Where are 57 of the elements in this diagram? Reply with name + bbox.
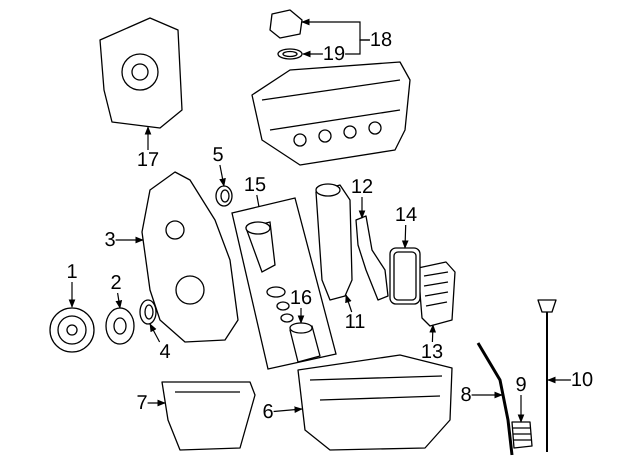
callout-number: 6 — [262, 402, 274, 422]
callout-number: 8 — [460, 385, 472, 405]
dipstick-drawing — [537, 299, 557, 453]
callout-number: 1 — [66, 262, 78, 282]
callout-number: 10 — [570, 370, 594, 390]
gasket-drawing — [389, 247, 421, 305]
leader-line — [358, 197, 366, 219]
leader-line — [144, 126, 152, 150]
leader-line — [274, 406, 303, 413]
leader-line — [345, 39, 370, 55]
oil-cooler-drawing — [417, 261, 456, 327]
leader-line — [518, 395, 524, 423]
leader-line — [547, 376, 571, 384]
callout-number: 2 — [110, 273, 122, 293]
callout-number: 14 — [394, 205, 418, 225]
callout-number: 13 — [420, 342, 444, 362]
filler-cap-drawing — [269, 9, 303, 39]
callout-number: 18 — [370, 30, 392, 50]
leader-line — [116, 292, 122, 309]
sleeve-drawing — [511, 421, 533, 449]
engine-cover-drawing — [141, 171, 239, 343]
callout-number: 4 — [159, 342, 171, 362]
seal-ring-drawing — [139, 299, 157, 325]
callout-number: 3 — [104, 230, 116, 250]
callout-number: 11 — [344, 312, 366, 332]
cylinder-head-drawing — [251, 61, 411, 166]
callout-number: 7 — [136, 393, 148, 413]
leader-line — [472, 392, 503, 398]
oil-pan-drawing — [161, 381, 256, 451]
kit-outline-frame — [230, 196, 338, 372]
leader-line — [219, 164, 226, 187]
leader-line — [68, 282, 76, 308]
leader-line — [429, 324, 436, 342]
gasket-drawing — [355, 215, 389, 301]
callout-number: 17 — [136, 150, 160, 170]
leader-line — [302, 50, 323, 58]
leader-line — [148, 400, 166, 406]
callout-number: 9 — [515, 375, 527, 395]
leader-line — [298, 308, 304, 324]
callout-number: 16 — [290, 288, 312, 308]
dipstick-tube-drawing — [476, 340, 514, 456]
filter-housing-drawing — [315, 183, 353, 301]
leader-line — [345, 294, 352, 312]
callout-number: 5 — [212, 145, 224, 165]
leader-line — [149, 323, 160, 342]
oil-filter-drawing — [289, 322, 321, 363]
cover-plate-drawing — [99, 17, 183, 129]
seal-ring-drawing — [215, 185, 233, 207]
pulley-drawing — [49, 307, 95, 353]
seal-ring-drawing — [277, 48, 303, 60]
leader-line — [256, 194, 260, 208]
callout-number: 12 — [350, 177, 374, 197]
leader-line — [402, 224, 409, 249]
leader-line — [116, 236, 144, 244]
pulley-drawing — [105, 307, 135, 345]
callout-number: 19 — [322, 44, 346, 64]
callout-number: 15 — [244, 175, 266, 195]
